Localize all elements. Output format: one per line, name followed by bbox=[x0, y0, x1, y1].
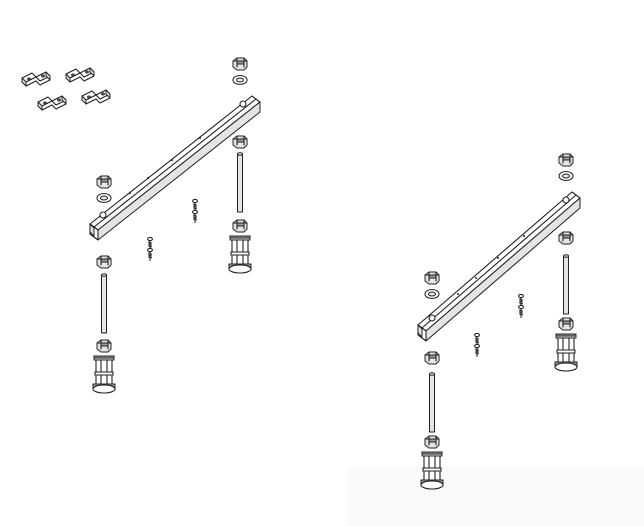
left-assembly bbox=[89, 57, 261, 394]
washer bbox=[558, 170, 574, 182]
hex-nut bbox=[232, 57, 248, 71]
hex-nut bbox=[232, 135, 248, 149]
u-channel-rail bbox=[89, 95, 261, 241]
hex-nut bbox=[96, 255, 112, 269]
hex-nut bbox=[96, 175, 112, 189]
threaded-rod bbox=[100, 273, 108, 334]
bent-clip-icon bbox=[37, 95, 67, 111]
screw bbox=[518, 304, 524, 319]
screw bbox=[192, 198, 198, 213]
hex-nut bbox=[424, 351, 440, 365]
washer bbox=[232, 74, 248, 86]
washer bbox=[96, 192, 112, 204]
hex-nut bbox=[232, 219, 248, 233]
screw bbox=[474, 343, 480, 358]
threaded-rod bbox=[428, 372, 436, 433]
screw bbox=[147, 236, 153, 251]
mounting-clips bbox=[21, 67, 111, 111]
screw bbox=[192, 209, 198, 224]
u-channel-rail bbox=[417, 191, 581, 342]
hex-nut bbox=[558, 231, 574, 245]
adjustable-foot bbox=[420, 451, 444, 490]
adjustable-foot bbox=[228, 235, 252, 274]
adjustable-foot bbox=[92, 355, 116, 394]
bent-clip-icon bbox=[21, 71, 51, 87]
adjustable-foot bbox=[554, 333, 578, 372]
screw bbox=[147, 247, 153, 262]
hex-nut bbox=[96, 339, 112, 353]
threaded-rod bbox=[562, 254, 570, 315]
hex-nut bbox=[558, 153, 574, 167]
bent-clip-icon bbox=[81, 89, 111, 105]
threaded-rod bbox=[236, 152, 244, 213]
washer bbox=[424, 288, 440, 300]
background-shade bbox=[347, 467, 644, 526]
hex-nut bbox=[558, 317, 574, 331]
right-assembly bbox=[417, 153, 581, 490]
screw bbox=[518, 293, 524, 308]
hex-nut bbox=[424, 271, 440, 285]
bent-clip-icon bbox=[65, 67, 95, 83]
screw bbox=[474, 332, 480, 347]
hex-nut bbox=[424, 435, 440, 449]
